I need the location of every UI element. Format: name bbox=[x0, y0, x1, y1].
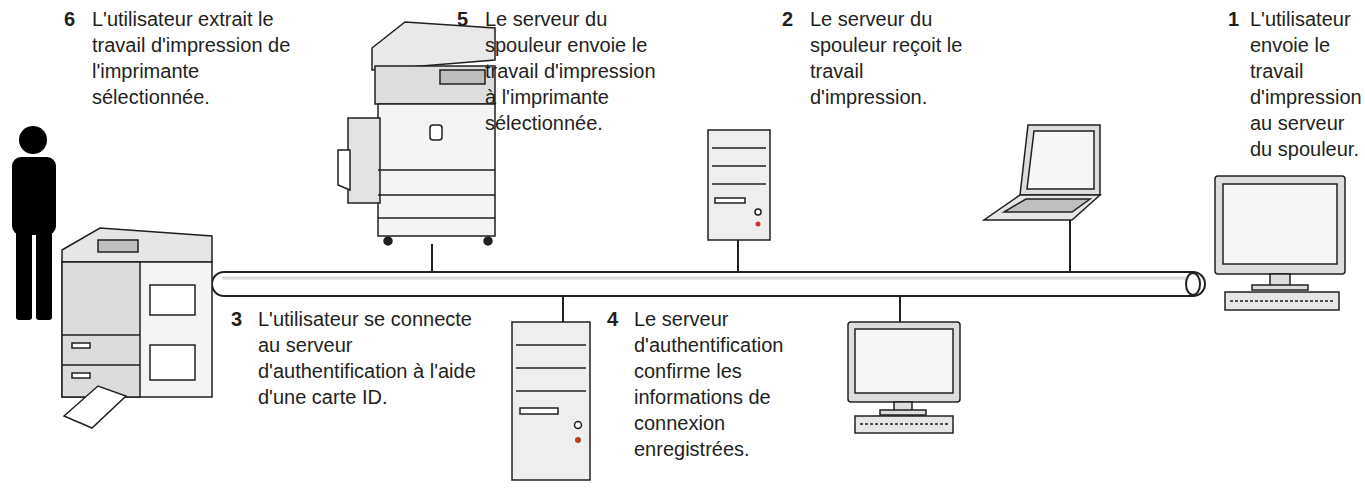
person-head bbox=[19, 126, 47, 154]
laptop bbox=[984, 125, 1100, 220]
power-led bbox=[575, 437, 581, 443]
callout-number: 3 bbox=[231, 306, 253, 332]
user-desktop bbox=[1215, 176, 1345, 310]
person-leg bbox=[16, 228, 32, 320]
monitor-screen bbox=[1223, 184, 1337, 264]
printer-left bbox=[62, 228, 212, 397]
keyboard bbox=[1225, 292, 1339, 310]
monitor-stand bbox=[1270, 274, 1290, 286]
drive-slot bbox=[715, 198, 745, 203]
step-text: L'utilisateur envoie le travail d'impres… bbox=[1250, 6, 1365, 162]
mfp-panel bbox=[440, 70, 485, 84]
bay-line bbox=[712, 147, 766, 149]
callout-number: 6 bbox=[64, 6, 86, 32]
laptop-base bbox=[984, 195, 1100, 220]
id-card bbox=[64, 386, 126, 428]
mfp-handle bbox=[430, 125, 442, 140]
callout-number: 5 bbox=[457, 6, 479, 32]
monitor-foot bbox=[880, 410, 926, 415]
step-text: Le serveur du spouleur envoie le travail… bbox=[485, 6, 663, 136]
drawer-line bbox=[378, 217, 495, 219]
monitor-frame bbox=[848, 322, 960, 402]
keyboard-keys bbox=[1230, 300, 1334, 302]
callout-number: 2 bbox=[782, 6, 804, 32]
bay-line bbox=[712, 165, 766, 167]
bus-end bbox=[1186, 273, 1200, 295]
drawer-handle bbox=[72, 373, 90, 378]
keyboard bbox=[855, 416, 953, 433]
mfp-tray bbox=[338, 150, 350, 190]
monitor-foot bbox=[1252, 285, 1308, 290]
laptop-keys bbox=[1004, 199, 1090, 212]
network-bus bbox=[212, 272, 1205, 296]
printer-body bbox=[62, 262, 212, 397]
side-door bbox=[150, 285, 195, 315]
drawer-line bbox=[378, 169, 495, 171]
laptop-display bbox=[1027, 131, 1094, 189]
drawer-handle bbox=[72, 343, 90, 348]
person-leg bbox=[36, 228, 52, 320]
caster bbox=[384, 237, 392, 245]
side-door bbox=[150, 345, 195, 380]
bay-line bbox=[516, 367, 586, 369]
bus-highlight bbox=[222, 277, 1195, 280]
keyboard-keys bbox=[860, 423, 948, 425]
monitor-screen bbox=[855, 329, 953, 393]
power-led bbox=[756, 222, 761, 227]
bay-line bbox=[516, 344, 586, 346]
spooler-server bbox=[708, 130, 770, 240]
authentication-server bbox=[512, 322, 590, 480]
button bbox=[755, 209, 761, 215]
tower-case bbox=[512, 322, 590, 480]
wire bbox=[899, 295, 901, 322]
drawer-line bbox=[62, 364, 140, 366]
monitor-frame bbox=[1215, 176, 1345, 274]
step-text: Le serveur du spouleur reçoit le travail… bbox=[810, 6, 975, 110]
step-text: Le serveur d'authentification confirme l… bbox=[634, 306, 809, 462]
button bbox=[575, 422, 582, 429]
mfp-upper bbox=[375, 66, 495, 104]
tower-case bbox=[708, 130, 770, 240]
printer-front bbox=[62, 262, 140, 397]
bay-line bbox=[712, 183, 766, 185]
network-desktop bbox=[848, 322, 960, 433]
wire bbox=[431, 244, 433, 273]
mfp-finisher bbox=[348, 118, 380, 203]
laptop-screen bbox=[1020, 125, 1100, 195]
callout-number: 4 bbox=[607, 306, 629, 332]
person-silhouette bbox=[12, 126, 56, 320]
printer-top bbox=[62, 228, 212, 262]
step-text: L'utilisateur extrait le travail d'impre… bbox=[92, 6, 292, 110]
wire bbox=[1069, 215, 1071, 273]
mfp-scanner bbox=[372, 22, 495, 70]
drive-slot bbox=[520, 408, 558, 414]
wire bbox=[737, 240, 739, 273]
drawer-line bbox=[62, 334, 140, 336]
mfp-printer bbox=[338, 22, 495, 245]
caster bbox=[484, 237, 492, 245]
person-body bbox=[12, 157, 56, 235]
callout-number: 1 bbox=[1228, 6, 1250, 32]
mfp-body bbox=[378, 104, 495, 236]
wire bbox=[562, 295, 564, 322]
printer-panel bbox=[98, 240, 138, 252]
bus-pipe bbox=[212, 272, 1205, 296]
bay-line bbox=[516, 390, 586, 392]
drawer-line bbox=[378, 194, 495, 196]
step-text: L'utilisateur se connecte au serveur d'a… bbox=[258, 306, 498, 410]
